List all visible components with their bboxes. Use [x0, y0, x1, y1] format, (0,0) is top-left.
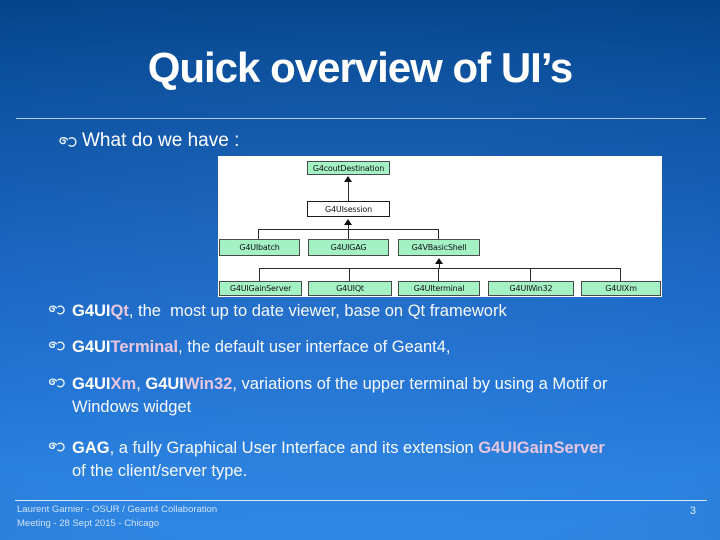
footer-line2: Meeting - 28 Sept 2015 - Chicago: [17, 518, 160, 529]
class-name-highlight: Xm: [110, 375, 137, 393]
bullet-body-text: , variations of the upper terminal by us…: [232, 375, 608, 393]
bullet-body-text: ,: [136, 375, 146, 393]
inheritance-arrow-icon: [344, 219, 352, 225]
connector-line: [438, 268, 439, 281]
class-name-prefix: G4UI: [145, 375, 184, 393]
diagram-box-g4vbasicshell: G4VBasicShell: [398, 239, 480, 256]
connector-line: [530, 268, 531, 281]
bullet-text: G4UITerminal, the default user interface…: [72, 336, 702, 359]
bullet-body-text: of the client/server type.: [72, 462, 248, 480]
bullet-text: GAG, a fully Graphical User Interface an…: [72, 437, 702, 483]
swirl-bullet-icon: [46, 340, 66, 352]
bullet-body-text: , the most up to date viewer, base on Qt…: [128, 302, 507, 320]
footer-line1: Laurent Garnier - OSUR / Geant4 Collabor…: [17, 504, 218, 515]
class-hierarchy-diagram: G4coutDestination G4UIsession G4UIbatch …: [218, 156, 662, 297]
class-name-highlight: Terminal: [110, 338, 179, 356]
diagram-box-g4uigag: G4UIGAG: [308, 239, 389, 256]
class-name-prefix: GAG: [72, 439, 110, 457]
swirl-bullet-icon: [56, 135, 78, 149]
footer-divider: [15, 500, 707, 501]
connector-line: [349, 268, 350, 281]
page-number: 3: [689, 505, 696, 517]
connector-line: [620, 268, 621, 281]
class-name-prefix: G4UI: [72, 375, 111, 393]
diagram-box-g4uiqt: G4UIQt: [308, 281, 392, 296]
footer-credits: Laurent Garnier - OSUR / Geant4 Collabor…: [17, 503, 217, 531]
intro-label: What do we have :: [82, 130, 240, 151]
connector-line: [348, 229, 349, 239]
class-name-highlight: Win32: [183, 375, 233, 393]
class-name-prefix: G4UI: [72, 302, 111, 320]
connector-line: [438, 229, 439, 239]
slide-title: Quick overview of UI’s: [147, 44, 574, 91]
connector-line: [259, 268, 260, 281]
inheritance-arrow-icon: [435, 258, 443, 264]
class-name-highlight: G4UIGainServer: [478, 439, 605, 457]
diagram-box-g4uiwin32: G4UIWin32: [488, 281, 574, 296]
bullet-body-text: , a fully Graphical User Interface and i…: [109, 439, 479, 457]
bullet-body-text: , the default user interface of Geant4,: [178, 338, 451, 356]
bullet-text: G4UIXm, G4UIWin32, variations of the upp…: [72, 373, 702, 419]
diagram-box-g4coutdestination: G4coutDestination: [307, 161, 390, 175]
inheritance-arrow-icon: [344, 176, 352, 182]
class-name-prefix: G4UI: [72, 338, 111, 356]
bullet-text: G4UIQt, the most up to date viewer, base…: [72, 300, 702, 323]
diagram-box-g4uixm: G4UIXm: [581, 281, 661, 296]
title-divider: [16, 118, 706, 119]
diagram-box-g4uigainserver: G4UIGainServer: [219, 281, 302, 296]
connector-line: [348, 182, 349, 201]
diagram-box-g4uiterminal: G4UIterminal: [398, 281, 480, 296]
swirl-bullet-icon: [46, 377, 66, 389]
connector-line: [259, 268, 621, 269]
bullet-body-text: Windows widget: [72, 398, 192, 416]
swirl-bullet-icon: [46, 441, 66, 453]
connector-line: [348, 225, 349, 229]
connector-line: [439, 264, 440, 268]
connector-line: [258, 229, 259, 239]
class-name-highlight: Qt: [110, 302, 129, 320]
diagram-box-g4uibatch: G4UIbatch: [219, 239, 300, 256]
diagram-box-g4uisession: G4UIsession: [307, 201, 390, 217]
swirl-bullet-icon: [46, 304, 66, 316]
